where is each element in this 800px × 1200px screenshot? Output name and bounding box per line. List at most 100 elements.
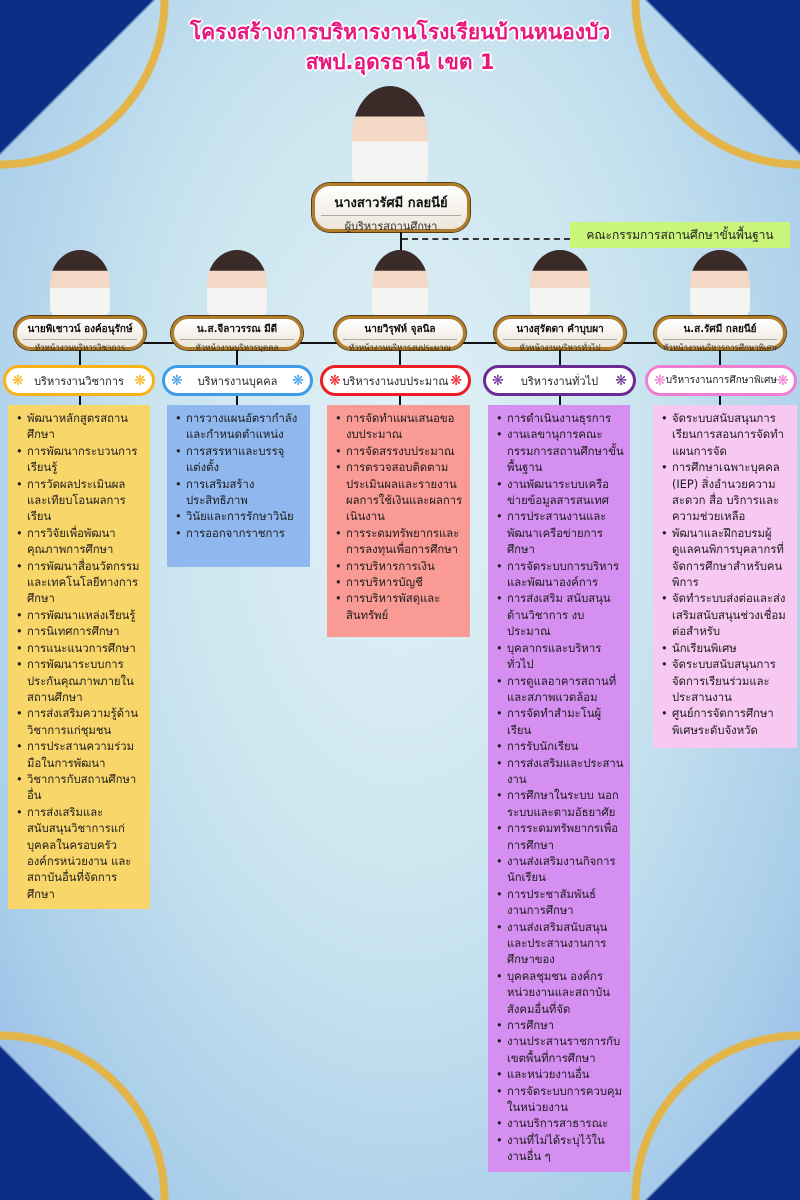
task-item: การพัฒนากระบวนการเรียนรู้ (16, 444, 144, 477)
department-label: บริหารงานทั่วไป (520, 374, 599, 388)
department-label: บริหารงานงบประมาณ (342, 374, 449, 388)
task-item: การบริหารบัญชี (335, 575, 464, 592)
task-item: นักเรียนพิเศษ (661, 641, 791, 658)
head-role: หัวหน้างานบริหารงบประมาณ (343, 339, 457, 354)
task-item: การแนะแนวการศึกษา (16, 641, 144, 658)
task-item: งานส่งเสริมสนับสนุนและประสานงานการศึกษาข… (496, 920, 624, 969)
chart-subtitle: สพป.อุดรธานี เขต 1 (305, 50, 495, 74)
task-item: พัฒนาหลักสูตรสถานศึกษา (16, 411, 144, 444)
asterisk-icon: ❋ (171, 372, 183, 389)
department-header-budget: ❋ บริหารงานงบประมาณ ❋ (320, 365, 471, 396)
department-task-list: จัดระบบสนับสนุนการเรียนการสอนการจัดทำแผน… (653, 405, 797, 748)
head-nameplate: นางสุรัตดา คำบุบผา หัวหน้างานบริหารทั่วไ… (494, 316, 626, 352)
corner-decoration (610, 0, 800, 190)
department-task-list: การวางแผนอัตรากำลังและกำหนดตำแหน่งการสรร… (167, 405, 310, 567)
department-task-list: การดำเนินงานธุรการงานเลขานุการคณะกรรมการ… (488, 405, 630, 1172)
head-name: น.ส.จีลาวรรณ มีดี (196, 324, 278, 335)
task-item: การประสานความร่วมมือในการพัฒนา (16, 739, 144, 772)
task-item: การระดมทรัพยากรและการลงทุนเพื่อการศึกษา (335, 526, 464, 559)
task-item: งานเลขานุการคณะกรรมการสถานศึกษาขั้นพื้นฐ… (496, 427, 624, 476)
task-item: พัฒนาและฝึกอบรมผู้ดูแลคนพิการบุคลากรที่จ… (661, 526, 791, 592)
task-item: จัดทำระบบส่งต่อและส่งเสริมสนับสนุนช่วงเช… (661, 591, 791, 640)
task-item: การตรวจสอบติดตามประเมินผลและรายงานผลการใ… (335, 460, 464, 526)
asterisk-icon: ❋ (615, 372, 627, 389)
head-photo (372, 250, 428, 318)
department-header-general: ❋ บริหารงานทั่วไป ❋ (483, 365, 636, 396)
task-item: การส่งเสริม สนับสนุนด้านวิชาการ งบประมาณ (496, 591, 624, 640)
head-role: หัวหน้างานบริหารการศึกษาพิเศษ (663, 339, 777, 354)
task-item: งานบริการสาธารณะ (496, 1116, 624, 1133)
director-nameplate: นางสาวรัศมี กลยนีย์ ผู้บริหารสถานศึกษา (312, 183, 470, 235)
department-label: บริหารงานการศึกษาพิเศษ (665, 375, 777, 386)
task-item: วิชาการกับสถานศึกษาอื่น (16, 772, 144, 805)
head-name: น.ส.รัศมี กลยนีย์ (683, 324, 757, 335)
task-item: การเสริมสร้างประสิทธิภาพ (175, 477, 304, 510)
task-item: การรับนักเรียน (496, 739, 624, 756)
task-item: การระดมทรัพยากรเพื่อการศึกษา (496, 821, 624, 854)
task-item: งานประสานราชการกับเขตพื้นที่การศึกษา (496, 1034, 624, 1067)
head-nameplate: นายวิรุฬห์ จุลนิล หัวหน้างานบริหารงบประม… (334, 316, 466, 352)
department-label: บริหารงานวิชาการ (34, 374, 124, 388)
asterisk-icon: ❋ (654, 372, 666, 389)
head-name: นายพิเชาวน์ องค์อนุรักษ์ (27, 324, 133, 335)
committee-box: คณะกรรมการสถานศึกษาขั้นพื้นฐาน (570, 222, 790, 248)
task-item: การประสานงานและพัฒนาเครือข่ายการศึกษา (496, 509, 624, 558)
head-nameplate: น.ส.รัศมี กลยนีย์ หัวหน้างานบริหารการศึก… (654, 316, 786, 352)
head-nameplate: น.ส.จีลาวรรณ มีดี หัวหน้างานบริหารบุคคล (171, 316, 303, 352)
task-item: การส่งเสริมและสนับสนุนวิชาการแก่บุคคลในค… (16, 805, 144, 903)
asterisk-icon: ❋ (12, 372, 24, 389)
department-task-list: พัฒนาหลักสูตรสถานศึกษาการพัฒนากระบวนการเ… (8, 405, 150, 910)
task-item: งานพัฒนาระบบเครือข่ายข้อมูลสารสนเทศ (496, 477, 624, 510)
asterisk-icon: ❋ (492, 372, 504, 389)
committee-dashed-line (402, 238, 570, 240)
department-header-special: ❋ บริหารงานการศึกษาพิเศษ ❋ (645, 365, 797, 396)
task-item: ศูนย์การจัดการศึกษาพิเศษระดับจังหวัด (661, 706, 791, 739)
asterisk-icon: ❋ (329, 372, 341, 389)
task-item: งานส่งเสริมงานกิจการนักเรียน (496, 854, 624, 887)
task-item: การพัฒนาสื่อนวัตกรรมและเทคโนโลยีทางการศึ… (16, 559, 144, 608)
department-label: บริหารงานบุคคล (197, 374, 278, 388)
task-item: การดูแลอาคารสถานที่และสภาพแวดล้อม (496, 674, 624, 707)
task-item: การบริหารพัสดุและสินทรัพย์ (335, 591, 464, 624)
task-item: การประชาสัมพันธ์งานการศึกษา (496, 887, 624, 920)
head-role: หัวหน้างานบริหารวิชาการ (23, 339, 137, 354)
asterisk-icon: ❋ (776, 372, 789, 389)
department-task-list: การจัดทำแผนเสนอของบประมาณการจัดสรรงบประม… (327, 405, 470, 637)
task-item: การศึกษา (496, 1018, 624, 1035)
asterisk-icon: ❋ (450, 372, 462, 389)
task-item: การสรรหาและบรรจุแต่งตั้ง (175, 444, 304, 477)
task-item: การดำเนินงานธุรการ (496, 411, 624, 428)
task-item: การวัดผลประเมินผลและเทียบโอนผลการเรียน (16, 477, 144, 526)
head-name: นางสุรัตดา คำบุบผา (516, 324, 604, 335)
task-item: จัดระบบสนับสนุนการเรียนการสอนการจัดทำแผน… (661, 411, 791, 460)
task-item: การจัดระบบการควบคุมในหน่วยงาน (496, 1084, 624, 1117)
head-photo (207, 250, 267, 318)
task-item: การส่งเสริมและประสานงาน (496, 756, 624, 789)
asterisk-icon: ❋ (134, 372, 146, 389)
task-item: การศึกษาในระบบ นอกระบบและตามอัธยาศัย (496, 788, 624, 821)
task-item: บุคคลชุมชน องค์กรหน่วยงานและสถาบันสังคมอ… (496, 969, 624, 1018)
department-header-academic: ❋ บริหารงานวิชาการ ❋ (3, 365, 155, 396)
task-item: วินัยและการรักษาวินัย (175, 509, 304, 526)
director-role: ผู้บริหารสถานศึกษา (321, 215, 461, 235)
task-item: การออกจากราชการ (175, 526, 304, 543)
task-item: งานที่ไม่ได้ระบุไว้ในงานอื่น ๆ (496, 1133, 624, 1166)
head-photo (50, 250, 110, 318)
head-photo (530, 250, 590, 318)
task-item: การจัดทำแผนเสนอของบประมาณ (335, 411, 464, 444)
task-item: บุคลากรและบริหารทั่วไป (496, 641, 624, 674)
task-item: การนิเทศการศึกษา (16, 624, 144, 641)
head-photo (690, 250, 750, 318)
director-name: นางสาวรัศมี กลยนีย์ (334, 196, 448, 211)
task-item: การพัฒนาแหล่งเรียนรู้ (16, 608, 144, 625)
task-item: และหน่วยงานอื่น (496, 1067, 624, 1084)
task-item: การพัฒนาระบบการประกันคุณภาพภายในสถานศึกษ… (16, 657, 144, 706)
head-role: หัวหน้างานบริหารทั่วไป (503, 339, 617, 354)
task-item: การวิจัยเพื่อพัฒนาคุณภาพการศึกษา (16, 526, 144, 559)
task-item: การส่งเสริมความรู้ด้านวิชาการแก่ชุมชน (16, 706, 144, 739)
task-item: การบริหารการเงิน (335, 559, 464, 576)
task-item: จัดระบบสนับสนุนการจัดการเรียนร่วมและประส… (661, 657, 791, 706)
corner-decoration (0, 1010, 190, 1200)
task-item: การจัดระบบการบริหารและพัฒนาองค์การ (496, 559, 624, 592)
head-name: นายวิรุฬห์ จุลนิล (364, 324, 436, 335)
